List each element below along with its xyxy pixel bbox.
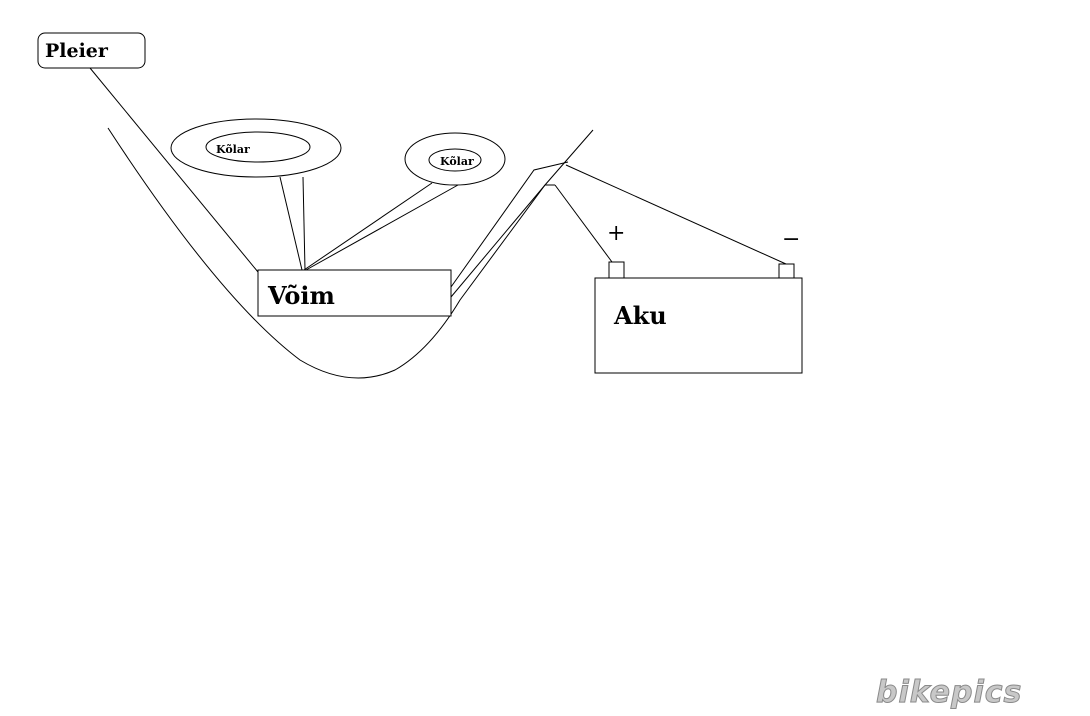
minus-wire (565, 164, 787, 265)
amplifier-box: Võim (257, 269, 452, 317)
speaker-2-label: Kõlar (440, 155, 474, 168)
plus-sign: + (607, 221, 625, 246)
player-wire (89, 67, 259, 273)
speaker-2-outer (404, 132, 506, 186)
speaker-1: Kõlar (170, 118, 342, 178)
speaker-1-wire-b (302, 176, 306, 271)
plus-wire (554, 184, 613, 263)
player-label: Pleier (45, 40, 109, 62)
watermark-logo: bikepics (876, 675, 1022, 710)
battery: Aku (594, 261, 803, 374)
plus-terminal (608, 261, 625, 279)
speaker-2-wire-b (305, 184, 459, 271)
speaker-1-label: Kõlar (216, 143, 250, 156)
speaker-2-inner (428, 148, 482, 172)
speaker-1-outer (170, 118, 342, 178)
battery-box (594, 277, 803, 374)
power-wire-a (450, 161, 569, 288)
battery-label: Aku (613, 301, 667, 330)
speaker-2: Kõlar (404, 132, 506, 186)
power-wire-b (450, 184, 555, 298)
player-box: Pleier (37, 32, 146, 69)
minus-terminal (778, 263, 795, 279)
frame-curve (107, 127, 594, 379)
speaker-1-inner (205, 131, 311, 163)
speaker-2-wire-a (303, 182, 433, 271)
minus-sign: − (782, 227, 800, 252)
amplifier-label: Võim (267, 281, 335, 310)
speaker-1-wire-a (279, 176, 303, 271)
